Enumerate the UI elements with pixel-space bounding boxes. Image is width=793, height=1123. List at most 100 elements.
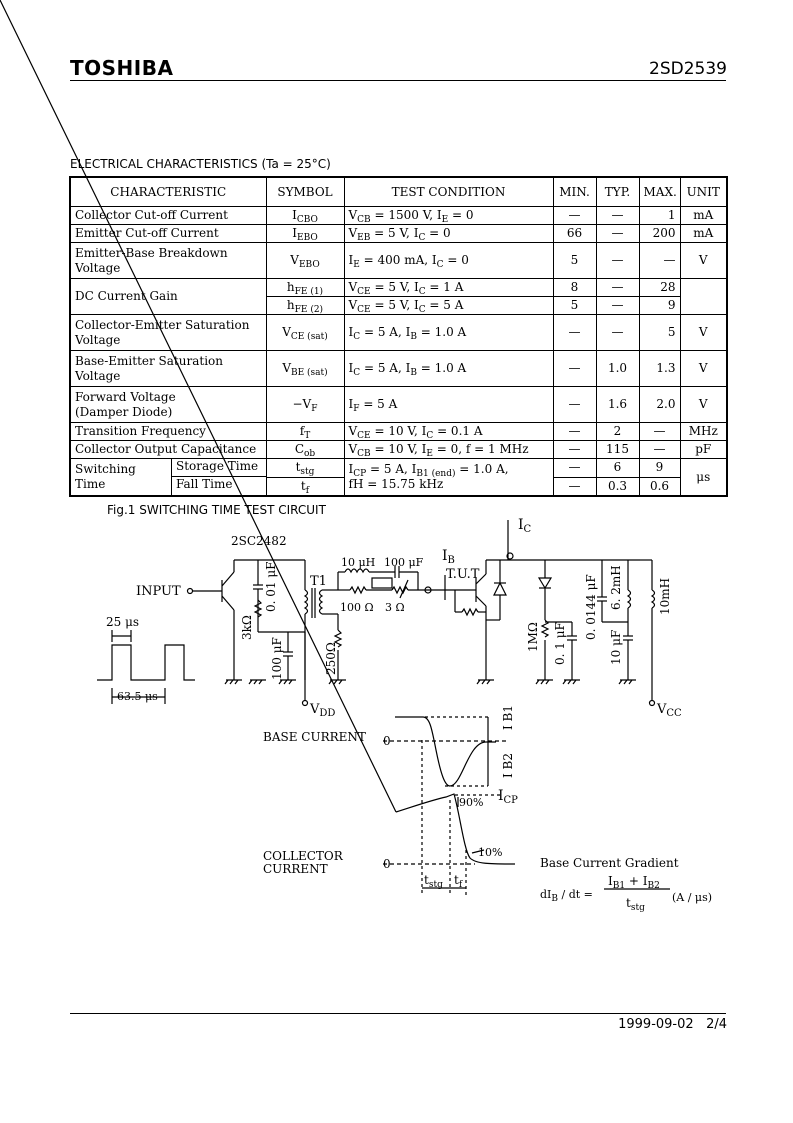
label-tf: tf	[454, 873, 463, 890]
storage-time-label: Storage Time	[172, 459, 266, 477]
table-row: Collector Cut-off Current ICBO VCB = 150…	[69, 206, 728, 225]
label-t1: T1	[310, 574, 327, 589]
label-part: 2SC2482	[231, 534, 287, 548]
label-numerator: IB1 + IB2	[608, 874, 660, 891]
cell-min: —	[552, 314, 597, 351]
cell-condition: VCE = 5 V, IC = 5 A	[343, 296, 554, 315]
cell-unit: V	[679, 350, 728, 387]
label-tstg: tstg	[424, 873, 443, 890]
label-l6-2mh: 6. 2mH	[609, 565, 623, 610]
col-min: MIN.	[552, 176, 597, 207]
part-number: 2SD2539	[649, 59, 727, 79]
cell-unit: μs	[679, 458, 728, 497]
label-c0-1uf: 0. 1 μF	[553, 622, 567, 665]
cell-min: —	[552, 440, 597, 459]
label-pulse-width: 25 μs	[106, 615, 139, 629]
section-title: ELECTRICAL CHARACTERISTICS (Ta = 25°C)	[70, 157, 331, 171]
electrical-characteristics-table: CHARACTERISTIC SYMBOL TEST CONDITION MIN…	[69, 176, 728, 497]
cell-max: 2.0	[638, 386, 681, 423]
cell-unit: V	[679, 314, 728, 351]
cell-symbol: ICBO	[265, 206, 345, 225]
cell-symbol: tf	[265, 476, 345, 497]
footer-rule	[70, 1013, 726, 1014]
cell-max: —	[638, 242, 681, 279]
cell-min: —	[552, 458, 597, 478]
label-cap-100uf: 100 μF	[270, 637, 284, 680]
cell-symbol: fT	[265, 422, 345, 441]
footer-page: 2/4	[706, 1017, 727, 1032]
cell-symbol: hFE (1)	[265, 278, 345, 297]
label-icp: ICP	[498, 788, 518, 806]
cell-characteristic: Collector Cut-off Current	[69, 206, 267, 225]
cell-condition: IF = 5 A	[343, 386, 554, 423]
label-ib: IB	[442, 548, 455, 566]
table-row: tf — 0.3 0.6	[70, 476, 727, 497]
cell-condition: IE = 400 mA, IC = 0	[343, 242, 554, 279]
label-r3k: 3kΩ	[240, 615, 254, 640]
table-row: Forward Voltage(Damper Diode) −VF IF = 5…	[69, 386, 728, 423]
label-90-percent: 90%	[459, 796, 483, 809]
col-characteristic: CHARACTERISTIC	[69, 176, 267, 207]
cell-min: 5	[552, 242, 597, 279]
cell-condition: VCB = 10 V, IE = 0, f = 1 MHz	[343, 440, 554, 459]
cell-condition: ICP = 5 A, IB1 (end) = 1.0 A,fH = 15.75 …	[343, 458, 554, 497]
label-ib2: I B2	[501, 753, 515, 778]
base-current-waveform	[395, 716, 496, 787]
label-vdd: VDD	[309, 702, 335, 719]
table-row: hFE (2) VCE = 5 V, IC = 5 A 5 — 9	[70, 296, 727, 315]
label-cap-0-01uf: 0. 01 μF	[264, 562, 278, 612]
cell-symbol: hFE (2)	[265, 296, 345, 315]
switching-time-test-circuit: IC 2SC2482 INPUT 25 μs 63.5 μs 0. 01 μF …	[0, 0, 712, 913]
cell-symbol: Cob	[265, 440, 345, 459]
label-r100: 100 Ω	[340, 601, 374, 614]
label-ic: IC	[518, 517, 532, 535]
label-10-percent: 10%	[478, 846, 502, 859]
label-c0-0144uf: 0. 0144 μF	[584, 574, 598, 640]
cell-symbol: VEBO	[265, 242, 345, 279]
cell-typ: —	[595, 278, 640, 297]
footer: 1999-09-02 2/4	[618, 1017, 727, 1032]
label-zero-collector: 0	[383, 857, 391, 871]
label-period: 63.5 μs	[117, 690, 158, 703]
label-c100uf: 100 μF	[384, 556, 424, 569]
table-row: Emitter Cut-off Current IEBO VEB = 5 V, …	[69, 224, 728, 243]
col-typ: TYP.	[595, 176, 640, 207]
label-l10uh: 10 μH	[341, 556, 375, 569]
cell-unit: pF	[679, 440, 728, 459]
cell-characteristic: Transition Frequency	[69, 422, 267, 441]
label-denominator: tstg	[626, 896, 645, 913]
label-collector: COLLECTOR	[263, 849, 344, 863]
label-r250: 250Ω	[324, 642, 338, 675]
label-zero-base: 0	[383, 734, 391, 748]
footer-date: 1999-09-02	[618, 1017, 694, 1032]
table-row: Transition Frequency fT VCE = 10 V, IC =…	[69, 422, 728, 441]
label-c10uf: 10 μF	[609, 630, 623, 665]
waveforms	[0, 0, 670, 895]
cell-condition: IC = 5 A, IB = 1.0 A	[343, 350, 554, 387]
brand-logo: TOSHIBA	[70, 56, 174, 80]
cell-max: —	[638, 422, 681, 441]
cell-characteristic: Forward Voltage(Damper Diode)	[69, 386, 267, 423]
label-ib1: I B1	[501, 705, 515, 730]
col-test-condition: TEST CONDITION	[343, 176, 554, 207]
cell-condition: IC = 5 A, IB = 1.0 A	[343, 314, 554, 351]
vcc-terminal-icon	[648, 699, 656, 707]
label-base-current: BASE CURRENT	[263, 730, 366, 744]
waveform-labels: BASE CURRENT 0 I B1 I B2 90% ICP COLLECT…	[263, 705, 712, 913]
label-r3: 3 Ω	[385, 601, 405, 614]
fall-time-label: Fall Time	[176, 477, 233, 491]
circuit-wiring	[97, 520, 656, 707]
cell-max: 9	[638, 296, 681, 315]
figure-caption: Fig.1 SWITCHING TIME TEST CIRCUIT	[107, 503, 326, 517]
cell-typ: 1.0	[595, 350, 640, 387]
cell-min: —	[552, 386, 597, 423]
label-unit: (A / μs)	[672, 891, 712, 904]
cell-characteristic: Collector Output Capacitance	[69, 440, 267, 459]
table-header-row: CHARACTERISTIC SYMBOL TEST CONDITION MIN…	[69, 176, 728, 207]
